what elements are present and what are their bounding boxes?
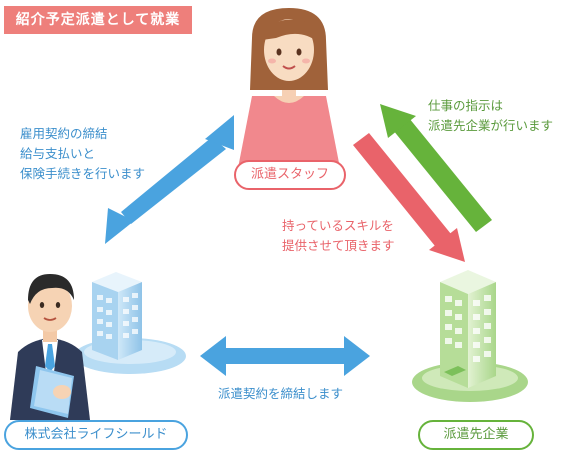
client-building-illustration	[412, 270, 528, 402]
agency-note-line-1: 雇用契約の締結	[20, 126, 108, 141]
agency-businessman-illustration	[10, 274, 90, 420]
staff-label: 派遣スタッフ	[250, 167, 329, 182]
client-note-line-2: 派遣先企業が行います	[428, 118, 554, 133]
agency-label-pill: 株式会社ライフシールド	[4, 420, 188, 450]
agency-note-line-2: 給与支払いと	[20, 146, 96, 161]
title-badge: 紹介予定派遣として就業	[4, 6, 192, 34]
client-label: 派遣先企業	[443, 427, 509, 442]
staff-note-line-2: 提供させて頂きます	[282, 238, 395, 253]
client-label-pill: 派遣先企業	[418, 420, 534, 450]
agency-label: 株式会社ライフシールド	[24, 427, 168, 442]
client-to-staff-arrow	[380, 104, 492, 232]
agency-client-contract-note: 派遣契約を締結します	[218, 386, 344, 401]
agency-staff-double-arrow	[105, 115, 234, 244]
agency-building-illustration	[74, 272, 186, 374]
agency-to-staff-note: 雇用契約の締結 給与支払いと 保険手続きを行います	[20, 124, 145, 184]
staff-to-client-arrow	[353, 133, 465, 262]
staff-note-line-1: 持っているスキルを	[282, 218, 394, 233]
client-to-staff-note: 仕事の指示は 派遣先企業が行います	[428, 96, 553, 136]
agency-note-line-3: 保険手続きを行います	[20, 166, 146, 181]
staff-woman-illustration	[238, 8, 340, 168]
staff-to-client-note: 持っているスキルを 提供させて頂きます	[282, 216, 395, 256]
staff-label-pill: 派遣スタッフ	[234, 160, 346, 190]
agency-client-double-arrow	[200, 336, 370, 376]
client-note-line-1: 仕事の指示は	[428, 98, 504, 113]
